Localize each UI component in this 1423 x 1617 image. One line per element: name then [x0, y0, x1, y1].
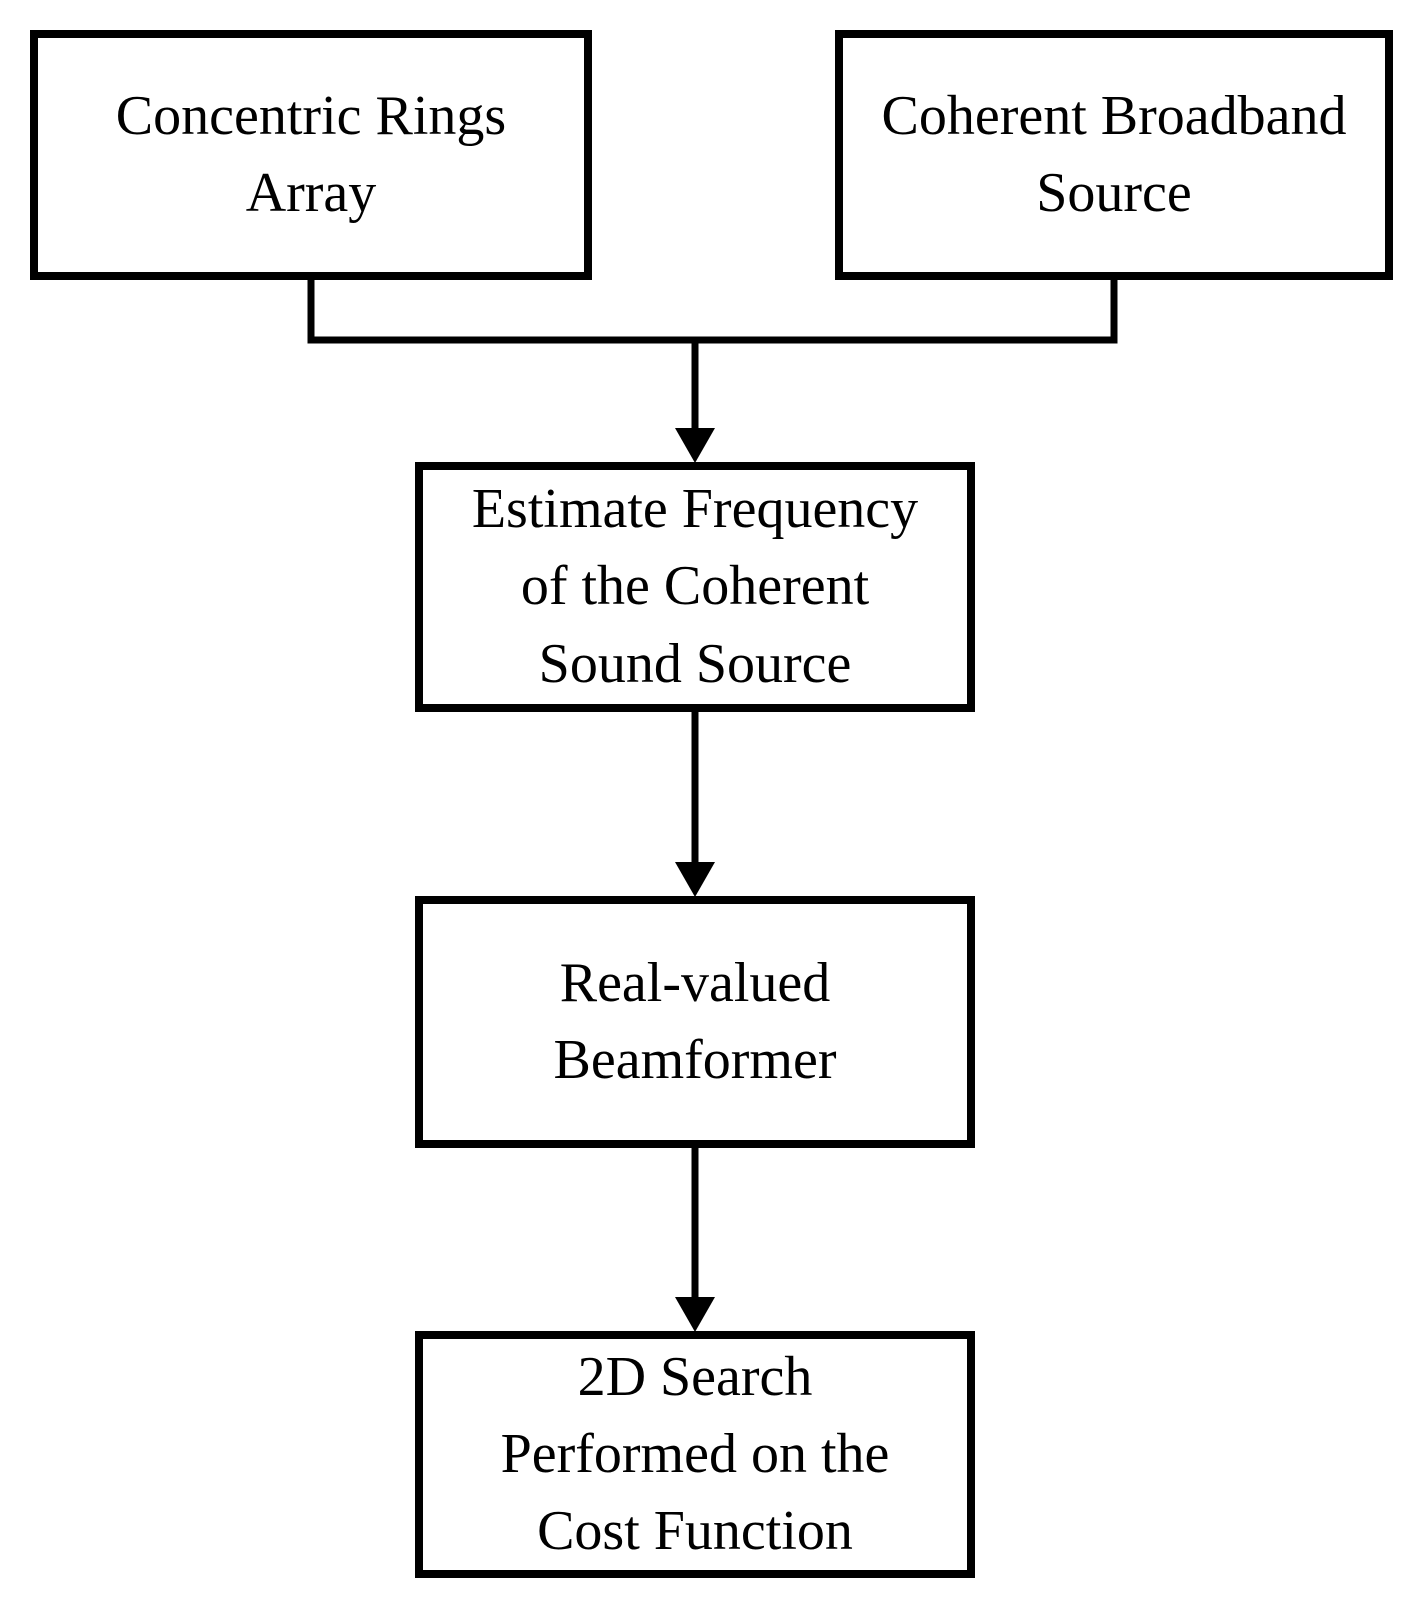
flow-node-coherent-broadband-source: Coherent Broadband Source	[835, 30, 1393, 280]
merge-connector-line	[307, 278, 1118, 344]
flow-node-estimate-frequency: Estimate Frequency of the Coherent Sound…	[415, 462, 975, 712]
flow-node-label: Estimate Frequency of the Coherent Sound…	[471, 478, 919, 695]
flow-node-label: Real-valued Beamformer	[553, 951, 837, 1091]
flow-node-label: Coherent Broadband Source	[881, 84, 1347, 224]
flow-node-concentric-rings-array: Concentric Rings Array	[30, 30, 592, 280]
arrow-1-arrowhead-down-icon	[675, 428, 715, 463]
flow-node-real-valued-beamformer: Real-valued Beamformer	[415, 896, 975, 1148]
flow-node-label: Concentric Rings Array	[115, 84, 507, 224]
arrow-2-arrowhead-down-icon	[675, 862, 715, 897]
arrow-3-arrowhead-down-icon	[675, 1297, 715, 1332]
flow-node-2d-search-cost-function: 2D Search Performed on the Cost Function	[415, 1331, 975, 1578]
flow-node-label: 2D Search Performed on the Cost Function	[500, 1345, 890, 1563]
